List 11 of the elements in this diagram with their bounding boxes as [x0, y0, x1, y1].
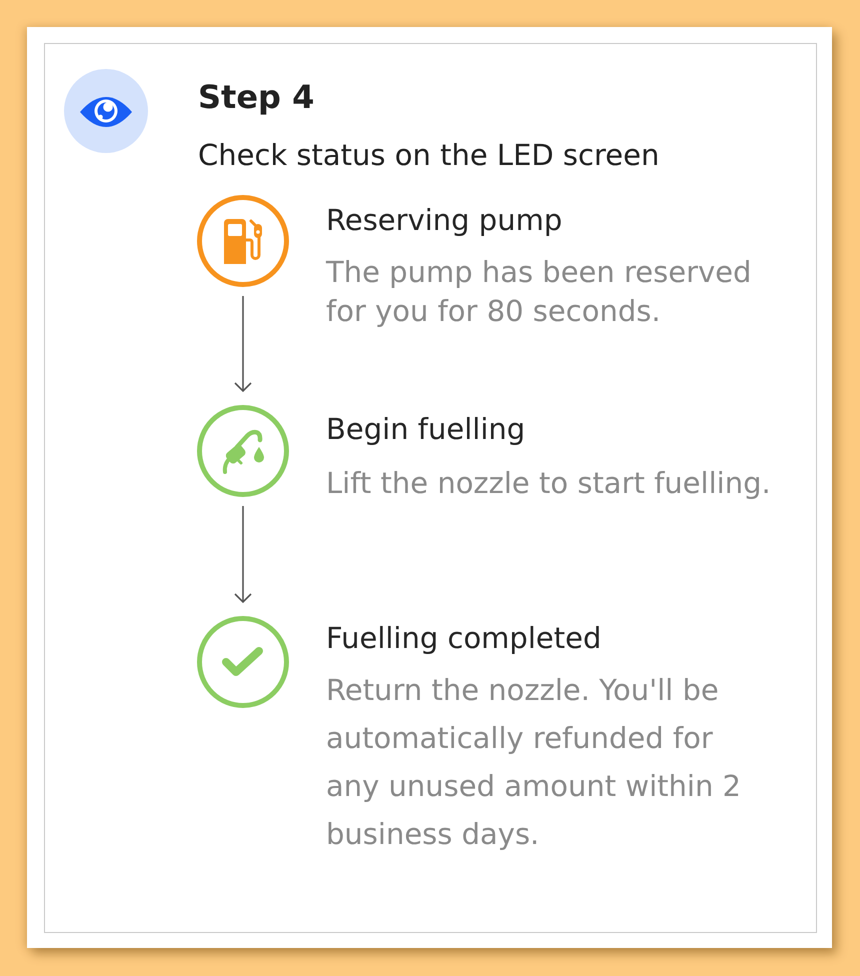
step-card: [44, 43, 817, 933]
step-description: Lift the nozzle to start fuelling.: [326, 465, 772, 502]
step-description: The pump has been reserved for you for 80 seconds.: [326, 254, 752, 330]
arrow: [234, 296, 252, 392]
step-heading: Begin fuelling: [326, 412, 526, 447]
arrow: [234, 506, 252, 603]
step-heading: Reserving pump: [326, 203, 562, 238]
step-description: Return the nozzle. You'll be automatically refunded for any unused amount within 2 business days.: [326, 672, 742, 853]
step-title: Step 4: [198, 78, 314, 116]
step-heading: Fuelling completed: [326, 621, 602, 656]
step-subtitle: Check status on the LED screen: [198, 138, 660, 173]
